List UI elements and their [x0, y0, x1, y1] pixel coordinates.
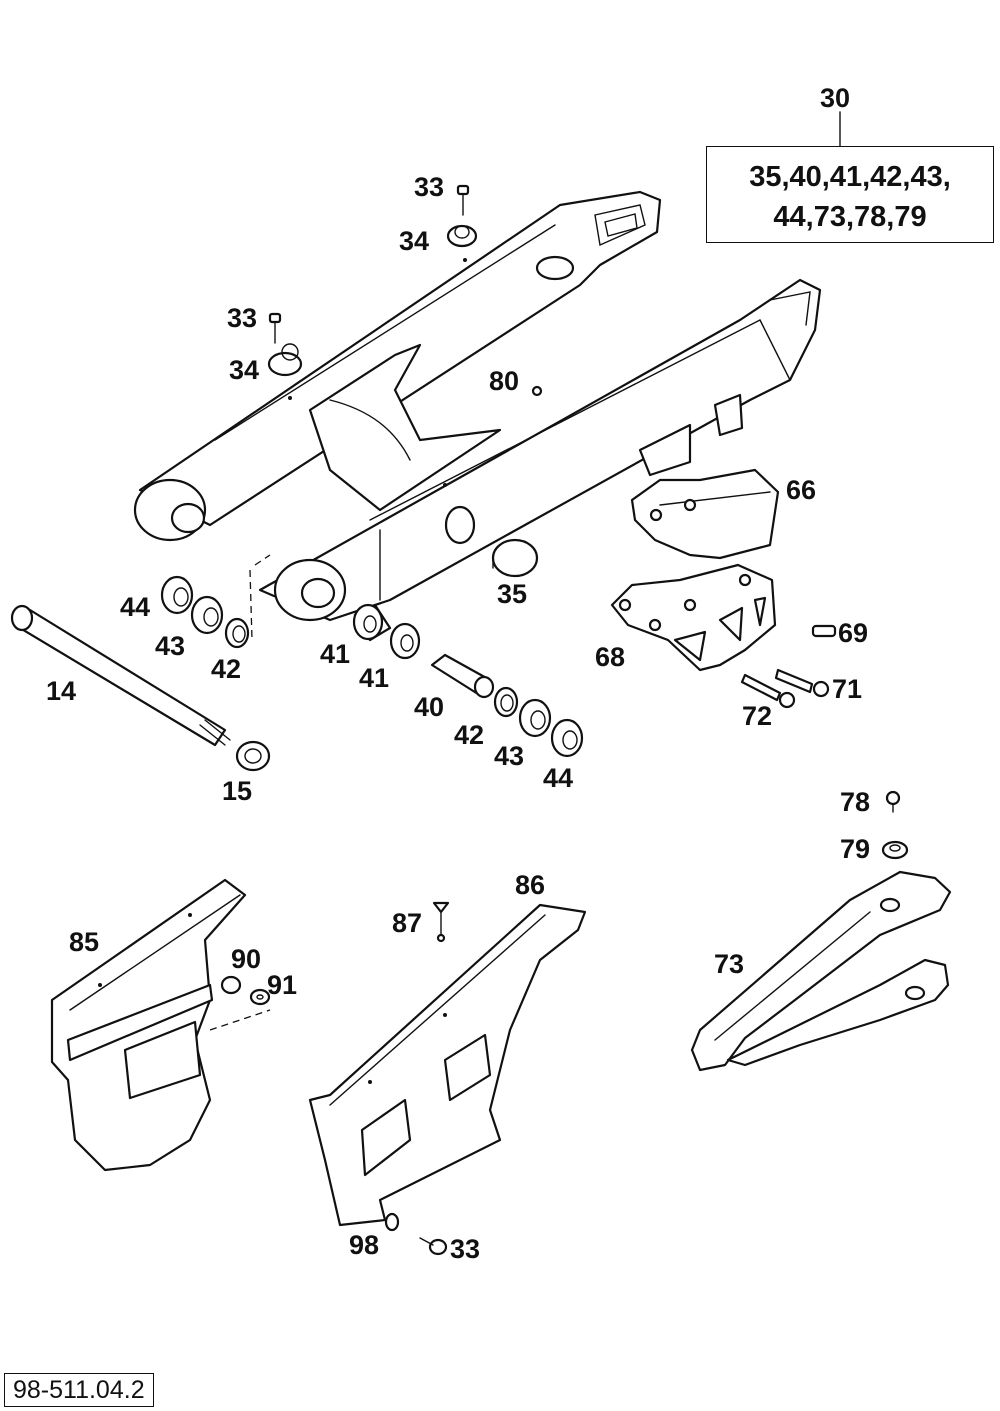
chain-guard-plate-68-icon [610, 563, 777, 672]
bolt-72-icon [740, 673, 796, 709]
chain-guide-66-icon [630, 468, 780, 560]
label-40: 40 [414, 692, 444, 722]
label-34-middle: 34 [229, 355, 259, 385]
bolt-69-icon [811, 624, 837, 638]
kit-contents-line-1: 35,40,41,42,43, [749, 161, 951, 193]
label-79: 79 [840, 834, 870, 864]
label-33-middle: 33 [227, 303, 257, 333]
clamp-34-middle-icon [267, 343, 303, 377]
bolt-71-icon [774, 668, 830, 698]
label-42-right: 42 [454, 720, 484, 750]
label-87: 87 [392, 908, 422, 938]
plug-80-icon [531, 385, 543, 397]
label-72: 72 [742, 701, 772, 731]
screw-87-icon [432, 901, 450, 943]
chain-guard-86-icon [308, 903, 587, 1227]
label-44-right: 44 [543, 763, 573, 793]
chain-slider-73-icon [690, 870, 952, 1072]
screw-33-lower-icon [419, 1237, 448, 1256]
label-71: 71 [832, 674, 862, 704]
bearing-43-right-icon [518, 698, 552, 738]
nut-90-icon [220, 975, 242, 995]
mud-guard-85-icon [50, 878, 247, 1172]
clamp-34-upper-icon [446, 224, 478, 248]
needle-bearing-41-b-icon [389, 622, 421, 660]
label-90: 90 [231, 944, 261, 974]
cap-35-icon [491, 538, 539, 578]
label-15: 15 [222, 776, 252, 806]
spacer-sleeve-40-icon [430, 653, 495, 699]
screw-78-icon [885, 790, 901, 813]
label-78: 78 [840, 787, 870, 817]
label-34-upper: 34 [399, 226, 429, 256]
label-73: 73 [714, 949, 744, 979]
label-kit-number: 30 [820, 83, 850, 113]
label-35: 35 [497, 579, 527, 609]
label-14: 14 [46, 676, 76, 706]
label-69: 69 [838, 618, 868, 648]
label-91: 91 [267, 970, 297, 1000]
label-41-b: 41 [359, 663, 389, 693]
label-68: 68 [595, 642, 625, 672]
washer-98-icon [384, 1212, 400, 1232]
needle-bearing-41-a-icon [352, 603, 392, 642]
dust-seal-44-left-icon [160, 575, 194, 615]
nut-15-icon [235, 740, 271, 772]
label-66: 66 [786, 475, 816, 505]
pivot-shaft-14-icon [10, 604, 231, 747]
kit-contents-line-2: 44,73,78,79 [773, 201, 926, 233]
label-42-left: 42 [211, 654, 241, 684]
label-33-upper: 33 [414, 172, 444, 202]
screw-33-middle-icon [268, 312, 282, 344]
label-33-lower: 33 [450, 1234, 480, 1264]
screw-33-upper-icon [456, 184, 470, 216]
dust-seal-44-right-icon [550, 718, 584, 758]
label-98: 98 [349, 1230, 379, 1260]
label-44-left: 44 [120, 592, 150, 622]
label-80: 80 [489, 366, 519, 396]
bearing-43-left-icon [190, 595, 224, 635]
washer-79-icon [881, 840, 909, 860]
label-43-left: 43 [155, 631, 185, 661]
label-86: 86 [515, 870, 545, 900]
label-41-a: 41 [320, 639, 350, 669]
swingarm [133, 190, 822, 622]
catalog-number: 98-511.04.2 [4, 1373, 154, 1407]
washer-91-icon [249, 988, 271, 1006]
label-43-right: 43 [494, 741, 524, 771]
label-85: 85 [69, 927, 99, 957]
kit-contents-box [706, 146, 994, 243]
ring-42-right-icon [493, 686, 519, 718]
ring-42-left-icon [224, 617, 250, 649]
